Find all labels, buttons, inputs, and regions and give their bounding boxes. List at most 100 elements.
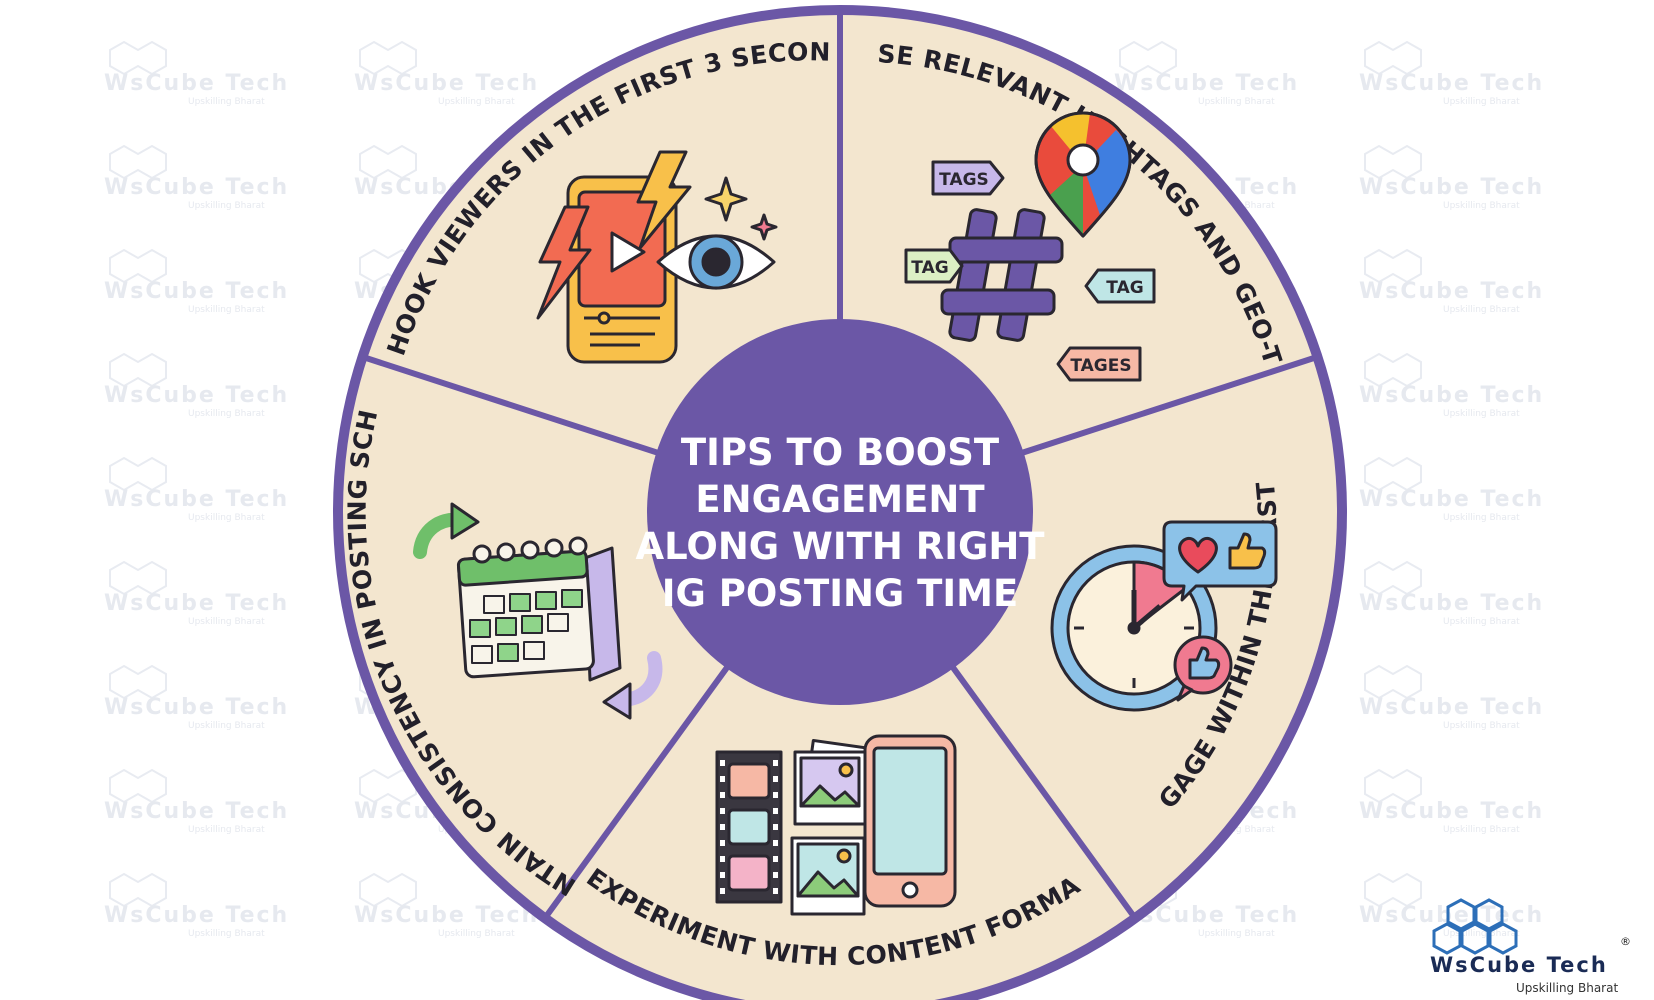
center-title-line-3: ALONG WITH RIGHT — [635, 525, 1045, 568]
watermark-subtext: Upskilling Bharat — [188, 305, 265, 315]
watermark-hexagon-icon — [109, 456, 167, 492]
watermark-subtext: Upskilling Bharat — [188, 97, 265, 107]
watermark-hexagon-icon — [109, 872, 167, 908]
watermark-hexagon-icon — [1119, 40, 1177, 76]
watermark-hexagon-icon — [359, 768, 417, 804]
tag-label-1-text: TAGS — [939, 170, 989, 190]
tag-label-2-text: TAG — [911, 258, 948, 278]
watermark-text: WsCube Tech — [104, 71, 289, 96]
watermark-text: WsCube Tech — [1359, 591, 1544, 616]
logo-name: WsCube Tech — [1430, 953, 1608, 977]
watermark-subtext: Upskilling Bharat — [438, 929, 515, 939]
clock-reactions-icon — [1050, 520, 1278, 712]
watermark-subtext: Upskilling Bharat — [1443, 201, 1520, 211]
watermark-hexagon-icon — [1364, 664, 1422, 700]
watermark-hexagon-icon — [1364, 456, 1422, 492]
watermark-subtext: Upskilling Bharat — [1443, 513, 1520, 523]
watermark-hexagon-icon — [359, 40, 417, 76]
watermark-text: WsCube Tech — [1359, 175, 1544, 200]
watermark-text: WsCube Tech — [1359, 71, 1544, 96]
watermark-subtext: Upskilling Bharat — [1198, 929, 1275, 939]
hashtag-symbol-icon — [940, 208, 1064, 342]
tag-label-2: TAG — [904, 248, 964, 284]
watermark-hexagon-icon — [109, 664, 167, 700]
logo-registered-mark: ® — [1620, 935, 1631, 948]
watermark-text: WsCube Tech — [1359, 695, 1544, 720]
watermark-hexagon-icon — [1364, 40, 1422, 76]
watermark-text: WsCube Tech — [354, 71, 539, 96]
watermark-subtext: Upskilling Bharat — [1443, 97, 1520, 107]
like-bubble-icon — [1173, 635, 1233, 702]
watermark-subtext: Upskilling Bharat — [188, 513, 265, 523]
watermark-text: WsCube Tech — [104, 591, 289, 616]
watermark-hexagon-icon — [109, 144, 167, 180]
center-title-line-1: TIPS TO BOOST — [681, 431, 1000, 474]
watermark-subtext: Upskilling Bharat — [1443, 721, 1520, 731]
watermark-subtext: Upskilling Bharat — [188, 201, 265, 211]
watermark-subtext: Upskilling Bharat — [1443, 929, 1520, 939]
watermark-hexagon-icon — [1364, 352, 1422, 388]
watermark-subtext: Upskilling Bharat — [1443, 409, 1520, 419]
watermark-text: WsCube Tech — [104, 383, 289, 408]
watermark-hexagon-icon — [1364, 144, 1422, 180]
center-title-line-2: ENGAGEMENT — [695, 478, 985, 521]
wscube-logo: WsCube Tech ® Upskilling Bharat — [1430, 898, 1631, 995]
tag-label-4: TAGES — [1056, 346, 1142, 382]
tag-label-1: TAGS — [931, 160, 1005, 196]
watermark-hexagon-icon — [1364, 768, 1422, 804]
center-title-line-4: IG POSTING TIME — [662, 572, 1019, 615]
watermark-hexagon-icon — [109, 560, 167, 596]
watermark-hexagon-icon — [1364, 560, 1422, 596]
phone-video-eye-icon — [536, 150, 778, 364]
watermark-hexagon-icon — [109, 40, 167, 76]
watermark-text: WsCube Tech — [1359, 383, 1544, 408]
watermark-hexagon-icon — [359, 144, 417, 180]
film-photos-phone-icon — [715, 734, 957, 916]
tag-label-3-text: TAG — [1106, 278, 1143, 298]
watermark-text: WsCube Tech — [104, 487, 289, 512]
reaction-bubble-icon — [1162, 520, 1278, 602]
watermark-subtext: Upskilling Bharat — [188, 409, 265, 419]
watermark-text: WsCube Tech — [104, 175, 289, 200]
watermark-text: WsCube Tech — [1359, 279, 1544, 304]
watermark-subtext: Upskilling Bharat — [1443, 305, 1520, 315]
tag-label-3: TAG — [1084, 268, 1156, 304]
watermark-text: WsCube Tech — [1359, 487, 1544, 512]
watermark-text: WsCube Tech — [104, 799, 289, 824]
watermark-subtext: Upskilling Bharat — [188, 617, 265, 627]
watermark-hexagon-icon — [1364, 872, 1422, 908]
watermark-text: WsCube Tech — [104, 695, 289, 720]
logo-tagline: Upskilling Bharat — [1516, 981, 1618, 995]
watermark-text: WsCube Tech — [104, 903, 289, 928]
center-hub — [647, 319, 1033, 705]
watermark-subtext: Upskilling Bharat — [1443, 617, 1520, 627]
watermark-subtext: Upskilling Bharat — [438, 97, 515, 107]
watermark-subtext: Upskilling Bharat — [1198, 97, 1275, 107]
watermark-text: WsCube Tech — [1359, 799, 1544, 824]
center-title: TIPS TO BOOST ENGAGEMENT ALONG WITH RIGH… — [635, 431, 1045, 615]
hexagon-logo-icon — [1432, 898, 1518, 955]
watermark-hexagon-icon — [359, 872, 417, 908]
watermark-hexagon-icon — [1364, 248, 1422, 284]
location-pin-icon — [1034, 111, 1132, 238]
watermark-hexagon-icon — [109, 768, 167, 804]
hashtag-location-icon: TAGS TAG TAG TAGES — [904, 111, 1156, 382]
